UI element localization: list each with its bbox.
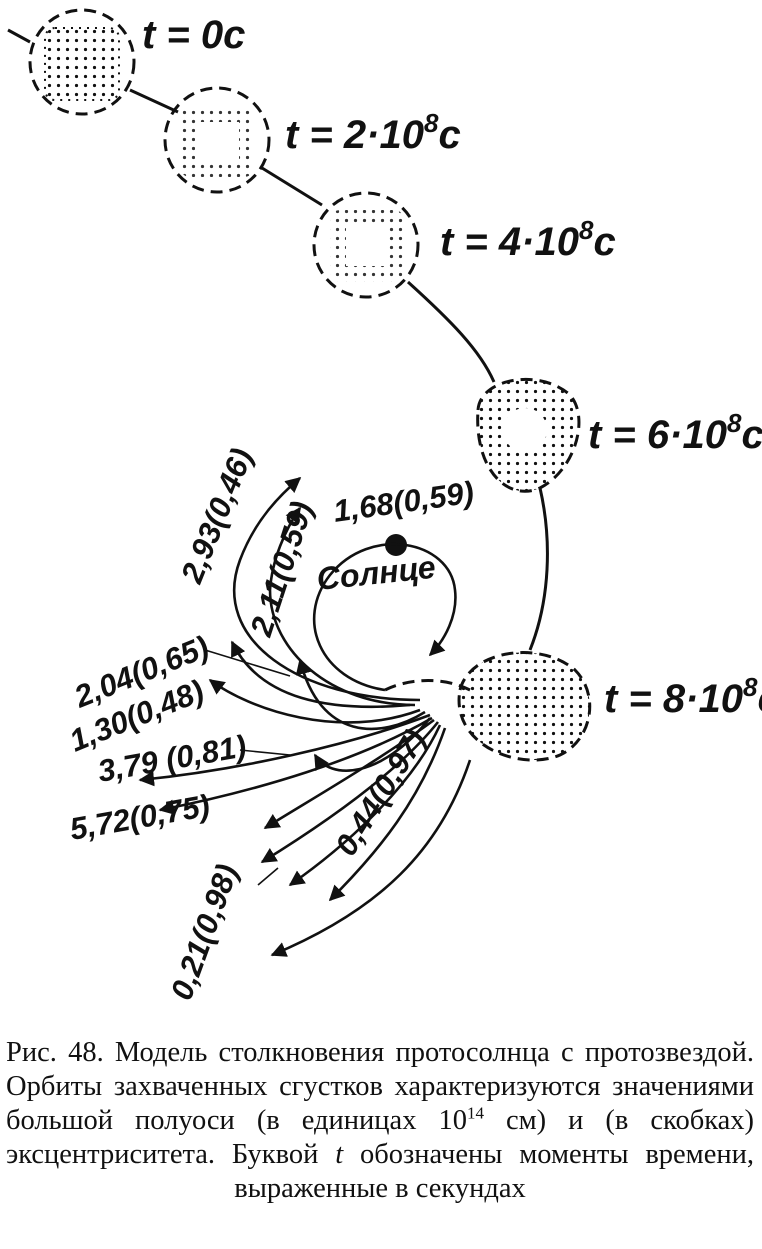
orbit-label-2-93: 2,93(0,46) bbox=[174, 443, 260, 588]
orbit-label-1-68: 1,68(0,59) bbox=[331, 475, 476, 529]
orbit-label-5-72: 5,72(0,75) bbox=[67, 788, 212, 847]
time-label-2e8: t = 2·108c bbox=[285, 108, 461, 157]
protostar-trajectory bbox=[7, 28, 549, 651]
orbit-arrows bbox=[138, 476, 472, 957]
time-label-8e8: t = 8·108c bbox=[604, 672, 762, 721]
leader-lines bbox=[204, 649, 291, 886]
clump-t0 bbox=[28, 8, 136, 116]
figure-caption: Рис. 48. Модель столкновения протосолнца… bbox=[6, 1037, 754, 1204]
orbit-label-0-21: 0,21(0,98) bbox=[164, 860, 245, 1005]
time-label-4e8: t = 4·108c bbox=[440, 215, 616, 264]
time-label-0: t = 0c bbox=[142, 13, 245, 57]
time-label-6e8: t = 6·108c bbox=[588, 408, 762, 457]
orbit-label-2-11: 2,11(0,59) bbox=[243, 497, 320, 641]
clump-t6 bbox=[476, 377, 581, 493]
clump-t2 bbox=[163, 86, 271, 194]
collision-diagram: t = 0c t = 2·108c t = 4·108c t = 6·108c … bbox=[7, 8, 762, 1005]
clump-t8 bbox=[384, 651, 592, 762]
clump-t4 bbox=[312, 191, 420, 299]
